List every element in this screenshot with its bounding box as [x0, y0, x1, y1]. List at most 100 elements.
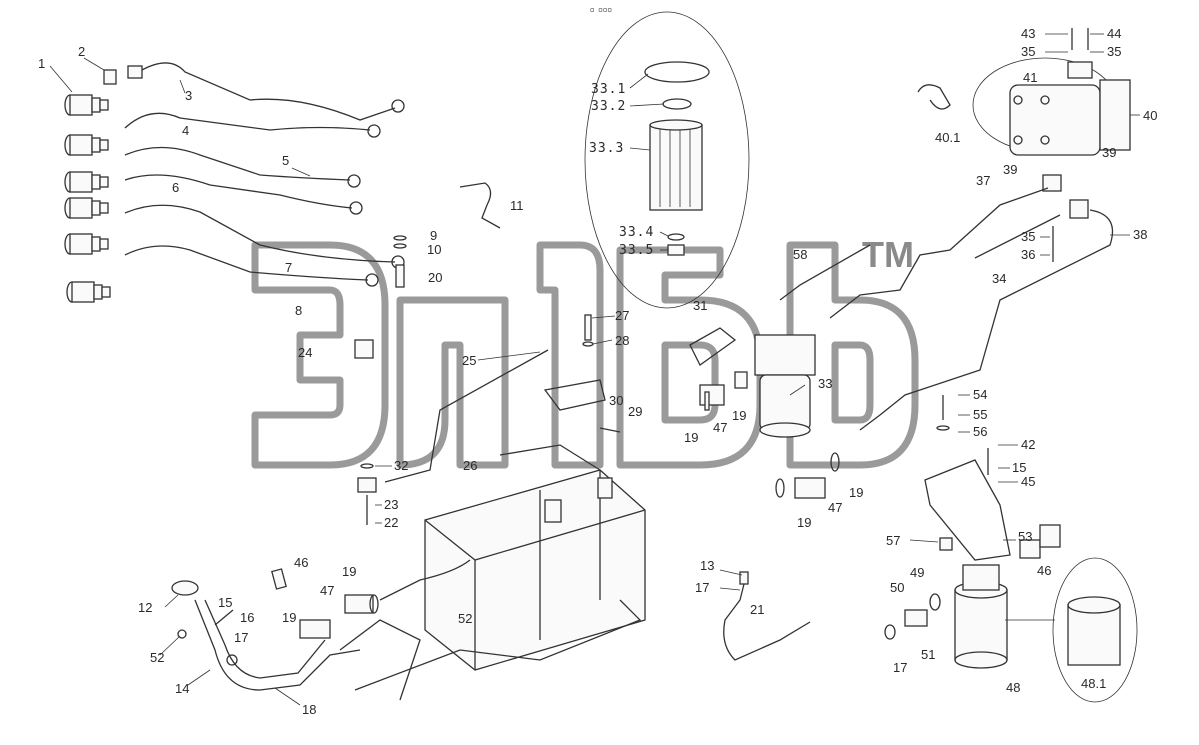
- callout-labels: 1 2 3 4 5 6 7 8 9 10 11 12 13 14 15 15 1…: [38, 26, 1157, 717]
- callout-26: 26: [463, 458, 477, 473]
- callout-39a: 39: [1003, 162, 1017, 177]
- callout-17b: 17: [695, 580, 709, 595]
- callout-57: 57: [886, 533, 900, 548]
- callout-7: 7: [285, 260, 292, 275]
- leader-lines: [49, 33, 1140, 706]
- callout-19d: 19: [732, 408, 746, 423]
- callout-8: 8: [295, 303, 302, 318]
- callout-35b: 35: [1107, 44, 1121, 59]
- callout-17c: 17: [893, 660, 907, 675]
- callout-56: 56: [973, 424, 987, 439]
- callout-24: 24: [298, 345, 312, 360]
- pipe-25: [384, 349, 549, 483]
- callout-30: 30: [609, 393, 623, 408]
- callout-3: 3: [185, 88, 192, 103]
- callout-14: 14: [175, 681, 189, 696]
- callout-47c: 47: [828, 500, 842, 515]
- callout-18: 18: [302, 702, 316, 717]
- callout-33-2: 33.2: [591, 99, 626, 114]
- callout-36: 36: [1021, 247, 1035, 262]
- callout-33-1: 33.1: [591, 82, 626, 97]
- callout-19e: 19: [797, 515, 811, 530]
- callout-29: 29: [628, 404, 642, 419]
- callout-19f: 19: [849, 485, 863, 500]
- bolt-9-10-20: [393, 235, 407, 288]
- callout-55: 55: [973, 407, 987, 422]
- callout-25: 25: [462, 353, 476, 368]
- callout-19a: 19: [342, 564, 356, 579]
- callout-6: 6: [172, 180, 179, 195]
- callout-11: 11: [510, 198, 524, 213]
- callout-39b: 39: [1102, 145, 1116, 160]
- callout-42: 42: [1021, 437, 1035, 452]
- watermark-logo: TM: [251, 234, 919, 469]
- callout-52b: 52: [458, 611, 472, 626]
- callout-19c: 19: [684, 430, 698, 445]
- cap-12-pipe-14-18: [171, 580, 361, 691]
- callout-43: 43: [1021, 26, 1035, 41]
- callout-35c: 35: [1021, 229, 1035, 244]
- hose-47-right: [794, 477, 826, 499]
- trademark-mark: TM: [862, 234, 914, 275]
- callout-15a: 15: [218, 595, 232, 610]
- callout-47a: 47: [320, 583, 334, 598]
- callout-19b: 19: [282, 610, 296, 625]
- callout-58: 58: [793, 247, 807, 262]
- callout-9: 9: [430, 228, 437, 243]
- callout-54: 54: [973, 387, 987, 402]
- callout-48-1: 48.1: [1081, 676, 1106, 691]
- bracket-27-30: [543, 314, 621, 433]
- callout-53: 53: [1018, 529, 1032, 544]
- callout-32: 32: [394, 458, 408, 473]
- callout-2: 2: [78, 44, 85, 59]
- callout-10: 10: [427, 242, 441, 257]
- callout-16: 16: [240, 610, 254, 625]
- pipe-58: [779, 244, 871, 301]
- callout-20: 20: [428, 270, 442, 285]
- hose-clamp-group-left: [271, 559, 471, 639]
- tank-26: [339, 339, 646, 701]
- callout-49: 49: [910, 565, 924, 580]
- callout-48: 48: [1006, 680, 1020, 695]
- hose-21: [723, 571, 811, 661]
- callout-15b: 15: [1012, 460, 1026, 475]
- callout-21: 21: [750, 602, 764, 617]
- callout-12: 12: [138, 600, 152, 615]
- pump-assembly: [917, 28, 1131, 219]
- header-mark: ▫ ▫▫▫: [590, 2, 612, 17]
- valve-block-33: [689, 327, 816, 438]
- callout-33-3: 33.3: [589, 141, 624, 156]
- callout-33: 33: [818, 376, 832, 391]
- callout-35a: 35: [1021, 44, 1035, 59]
- coupling-hose-group: [64, 62, 405, 303]
- filter-exploded-view: [584, 11, 750, 309]
- callout-40-1: 40.1: [935, 130, 960, 145]
- callout-33-4: 33.4: [619, 225, 654, 240]
- callout-41: 41: [1023, 70, 1037, 85]
- callout-17a: 17: [234, 630, 248, 645]
- callout-33-5: 33.5: [619, 243, 654, 258]
- callout-45: 45: [1021, 474, 1035, 489]
- callout-37: 37: [976, 173, 990, 188]
- callout-1: 1: [38, 56, 45, 71]
- callout-46b: 46: [1037, 563, 1051, 578]
- pipe-34: [974, 214, 1061, 259]
- callout-27: 27: [615, 308, 629, 323]
- callout-5: 5: [282, 153, 289, 168]
- callout-4: 4: [182, 123, 189, 138]
- callout-52a: 52: [150, 650, 164, 665]
- callout-22: 22: [384, 515, 398, 530]
- callout-28: 28: [615, 333, 629, 348]
- callout-40: 40: [1143, 108, 1157, 123]
- callout-31: 31: [693, 298, 707, 313]
- hose-11: [459, 182, 501, 229]
- callout-47b: 47: [713, 420, 727, 435]
- pipe-37: [829, 187, 1049, 319]
- callout-51: 51: [921, 647, 935, 662]
- callout-46a: 46: [294, 555, 308, 570]
- callout-34: 34: [992, 271, 1006, 286]
- callout-23: 23: [384, 497, 398, 512]
- callout-50: 50: [890, 580, 904, 595]
- filter-48-bracket-53: [884, 395, 1138, 703]
